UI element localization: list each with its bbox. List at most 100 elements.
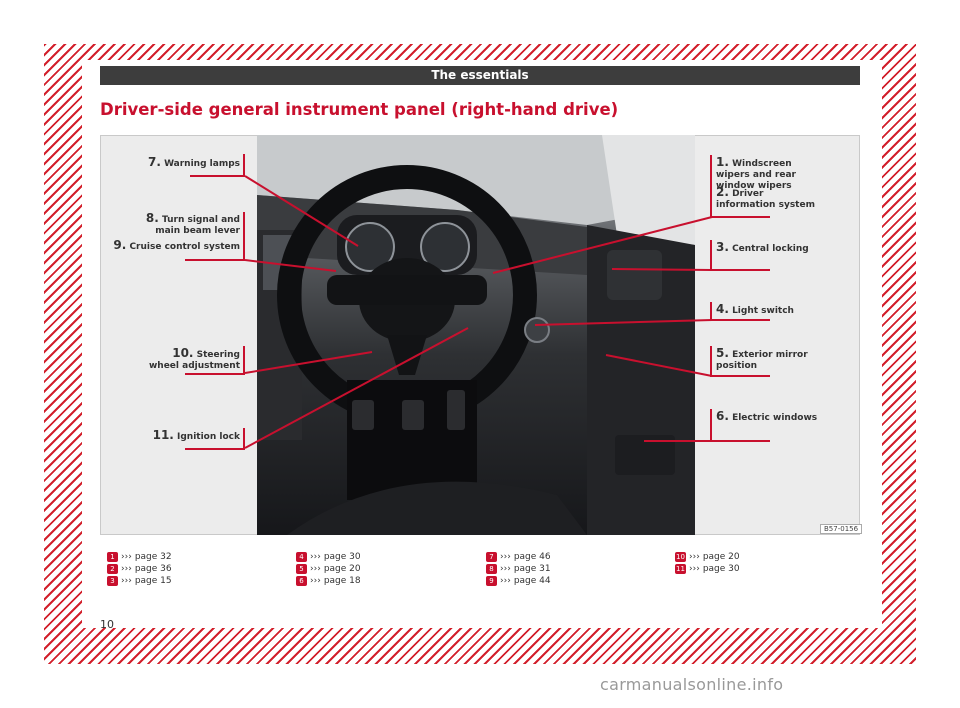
callout-line-11-horizontal (185, 448, 245, 450)
watermark: carmanualsonline.info (600, 675, 784, 694)
reference-item[interactable]: 3›››page 15 (107, 575, 172, 587)
callout-label-6: 6. Electric windows (716, 409, 826, 424)
callout-number: 10. (172, 346, 194, 360)
callout-text: Turn signal and main beam lever (155, 215, 240, 236)
reference-item[interactable]: 9›››page 44 (486, 575, 551, 587)
reference-item[interactable]: 5›››page 20 (296, 563, 361, 575)
chevron-right-icon: ››› (121, 552, 132, 562)
leader-8-9 (244, 259, 337, 272)
door-handle-area (607, 250, 662, 300)
reference-item[interactable]: 6›››page 18 (296, 575, 361, 587)
accelerator-pedal (447, 390, 465, 430)
dashboard-illustration (257, 135, 695, 535)
leader-4 (534, 319, 713, 326)
callout-label-5: 5. Exterior mirror position (716, 347, 826, 372)
speedometer-shape (420, 222, 470, 272)
callout-number: 11. (152, 428, 174, 442)
callout-line-8-horizontal (185, 259, 245, 261)
reference-item[interactable]: 4›››page 30 (296, 551, 361, 563)
callout-label-10: 10. Steering wheel adjustment (140, 346, 240, 372)
reference-item[interactable]: 10›››page 20 (675, 551, 740, 563)
callout-text: Electric windows (732, 413, 818, 423)
chevron-right-icon: ››› (310, 552, 321, 562)
callout-text: Ignition lock (177, 432, 240, 442)
reference-text: page 36 (134, 564, 172, 574)
callout-line-7-vertical (243, 154, 245, 176)
reference-text: page 20 (323, 564, 361, 574)
leader-5 (605, 354, 713, 377)
leader-10 (244, 351, 373, 374)
reference-column-2: 4›››page 30 5›››page 20 6›››page 18 (296, 551, 361, 587)
callout-line-7-horizontal (190, 175, 245, 177)
chevron-right-icon: ››› (500, 552, 511, 562)
callout-label-9: 9. Cruise control system (100, 238, 240, 253)
leader-7 (244, 175, 359, 247)
callout-text: Cruise control system (129, 242, 240, 252)
reference-text: page 30 (702, 564, 740, 574)
window-switches-shape (615, 435, 675, 475)
reference-item[interactable]: 1›››page 32 (107, 551, 172, 563)
reference-badge: 10 (675, 552, 686, 562)
chevron-right-icon: ››› (689, 564, 700, 574)
callout-line-4-vertical (710, 302, 712, 320)
callout-text: Driver information system (716, 189, 815, 210)
callout-line-5-horizontal (710, 375, 770, 377)
tachometer-shape (345, 222, 395, 272)
steering-lower-spoke (387, 335, 427, 375)
reference-badge: 2 (107, 564, 118, 574)
callout-text: Central locking (732, 244, 809, 254)
callout-number: 4. (716, 302, 729, 316)
callout-label-2: 2. Driver information system (716, 186, 826, 211)
chevron-right-icon: ››› (689, 552, 700, 562)
callout-label-11: 11. Ignition lock (140, 428, 240, 443)
reference-item[interactable]: 2›››page 36 (107, 563, 172, 575)
reference-text: page 32 (134, 552, 172, 562)
reference-text: page 46 (513, 552, 551, 562)
callout-line-4-horizontal (710, 319, 770, 321)
callout-line-6-horizontal (710, 440, 770, 442)
callout-line-10-horizontal (185, 373, 245, 375)
clutch-pedal (352, 400, 374, 430)
reference-badge: 6 (296, 576, 307, 586)
leader-11 (244, 327, 469, 449)
callout-line-3-horizontal (710, 269, 770, 271)
chevron-right-icon: ››› (121, 576, 132, 586)
reference-badge: 7 (486, 552, 497, 562)
section-header: The essentials (100, 66, 860, 85)
callout-number: 9. (113, 238, 127, 252)
callout-number: 3. (716, 240, 729, 254)
reference-badge: 5 (296, 564, 307, 574)
seat-shape (287, 481, 587, 535)
reference-item[interactable]: 7›››page 46 (486, 551, 551, 563)
reference-column-1: 1›››page 32 2›››page 36 3›››page 15 (107, 551, 172, 587)
leader-3 (611, 268, 713, 271)
reference-text: page 18 (323, 576, 361, 586)
callout-label-1: 1. Windscreen wipers and rear window wip… (716, 155, 826, 192)
callout-number: 6. (716, 409, 729, 423)
callout-text: Exterior mirror position (716, 350, 808, 371)
callout-number: 7. (148, 155, 161, 169)
reference-item[interactable]: 8›››page 31 (486, 563, 551, 575)
callout-line-8-vertical (243, 212, 245, 260)
leader-1-2 (492, 216, 713, 274)
chevron-right-icon: ››› (121, 564, 132, 574)
chevron-right-icon: ››› (500, 576, 511, 586)
reference-badge: 11 (675, 564, 686, 574)
reference-item[interactable]: 11›››page 30 (675, 563, 740, 575)
callout-line-5-vertical (710, 346, 712, 376)
reference-column-4: 10›››page 20 11›››page 30 (675, 551, 740, 575)
reference-badge: 8 (486, 564, 497, 574)
reference-column-3: 7›››page 46 8›››page 31 9›››page 44 (486, 551, 551, 587)
chevron-right-icon: ››› (310, 576, 321, 586)
side-window-shape (602, 135, 695, 245)
callout-line-1-vertical (710, 155, 712, 217)
dashboard-photo (257, 135, 695, 535)
callout-text: Windscreen wipers and rear window wipers (716, 159, 796, 191)
reference-badge: 4 (296, 552, 307, 562)
reference-badge: 9 (486, 576, 497, 586)
callout-label-8: 8. Turn signal and main beam lever (130, 212, 240, 237)
callout-number: 1. (716, 155, 729, 169)
reference-badge: 1 (107, 552, 118, 562)
callout-line-11-vertical (243, 428, 245, 450)
